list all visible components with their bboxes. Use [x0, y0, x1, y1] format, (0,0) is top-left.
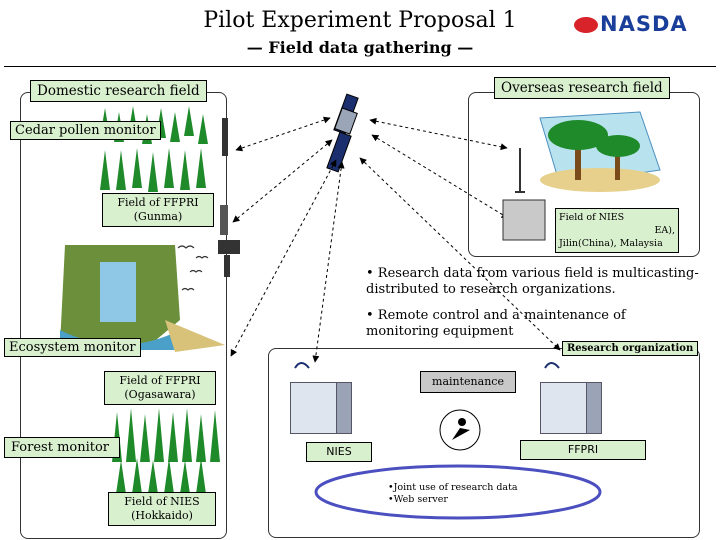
joint-use-text: •Joint use of research data — [388, 482, 518, 493]
cedar-pollen-monitor-label: Cedar pollen monitor — [10, 121, 161, 140]
page-subtitle: — Field data gathering — — [246, 38, 474, 57]
page-title: Pilot Experiment Proposal 1 — [203, 8, 517, 33]
nies-hokkaido-label: Field of NIES (Hokkaido) — [108, 492, 216, 526]
tropical-island-illustration — [539, 111, 661, 192]
monitor-equipment-icon — [502, 199, 546, 241]
cedar-monitor-device-icon — [222, 118, 228, 156]
info-bullet-maintenance: • Remote control and a maintenance of mo… — [366, 308, 626, 339]
waterfall-illustration — [60, 245, 225, 352]
domestic-field-header: Domestic research field — [30, 80, 207, 102]
forest-antenna-icon — [220, 205, 228, 235]
ffpri-ogasawara-label: Field of FFPRI (Ogasawara) — [104, 371, 216, 405]
nies-overseas-line1: Field of NIES — [559, 212, 625, 223]
nasda-logo: NASDA — [574, 12, 688, 36]
data-sharing-notes: •Joint use of research data •Web server — [388, 482, 538, 506]
ffpri-server-tower-icon — [586, 382, 602, 434]
maintenance-worker-icon — [439, 409, 481, 451]
title-divider — [4, 66, 716, 67]
transmission-arrows — [230, 116, 561, 363]
dish-antenna-icons — [294, 362, 560, 369]
research-organization-label: Research organization — [562, 341, 699, 356]
birds-icon — [177, 245, 209, 291]
nies-server-tower-icon — [336, 382, 352, 434]
nies-overseas-line3: Jilin(China), Malaysia — [559, 238, 663, 249]
ecosystem-monitor-label: Ecosystem monitor — [4, 338, 141, 357]
maintenance-label: maintenance — [420, 371, 516, 393]
forest-monitor-label: Forest monitor — [4, 437, 121, 458]
nies-site-label: NIES — [306, 442, 372, 462]
web-server-text: •Web server — [388, 494, 448, 505]
logo-text: NASDA — [600, 12, 688, 36]
satellite-icon — [326, 93, 359, 173]
camera-icon — [218, 240, 240, 277]
ffpri-server-icon — [540, 382, 588, 434]
nies-server-icon — [290, 382, 338, 434]
info-bullet-multicast: • Research data from various field is mu… — [366, 266, 699, 297]
overseas-field-header: Overseas research field — [494, 77, 670, 99]
nies-overseas-field-label: Field of NIES EA), Jilin(China), Malaysi… — [555, 208, 679, 253]
logo-swirl-icon — [574, 17, 598, 33]
ffpri-gunma-label: Field of FFPRI (Gunma) — [102, 193, 214, 227]
nies-overseas-line2: EA), — [654, 225, 675, 236]
tower-icon — [515, 148, 525, 193]
multicast-ellipse — [314, 464, 602, 520]
ffpri-site-label: FFPRI — [520, 440, 646, 460]
